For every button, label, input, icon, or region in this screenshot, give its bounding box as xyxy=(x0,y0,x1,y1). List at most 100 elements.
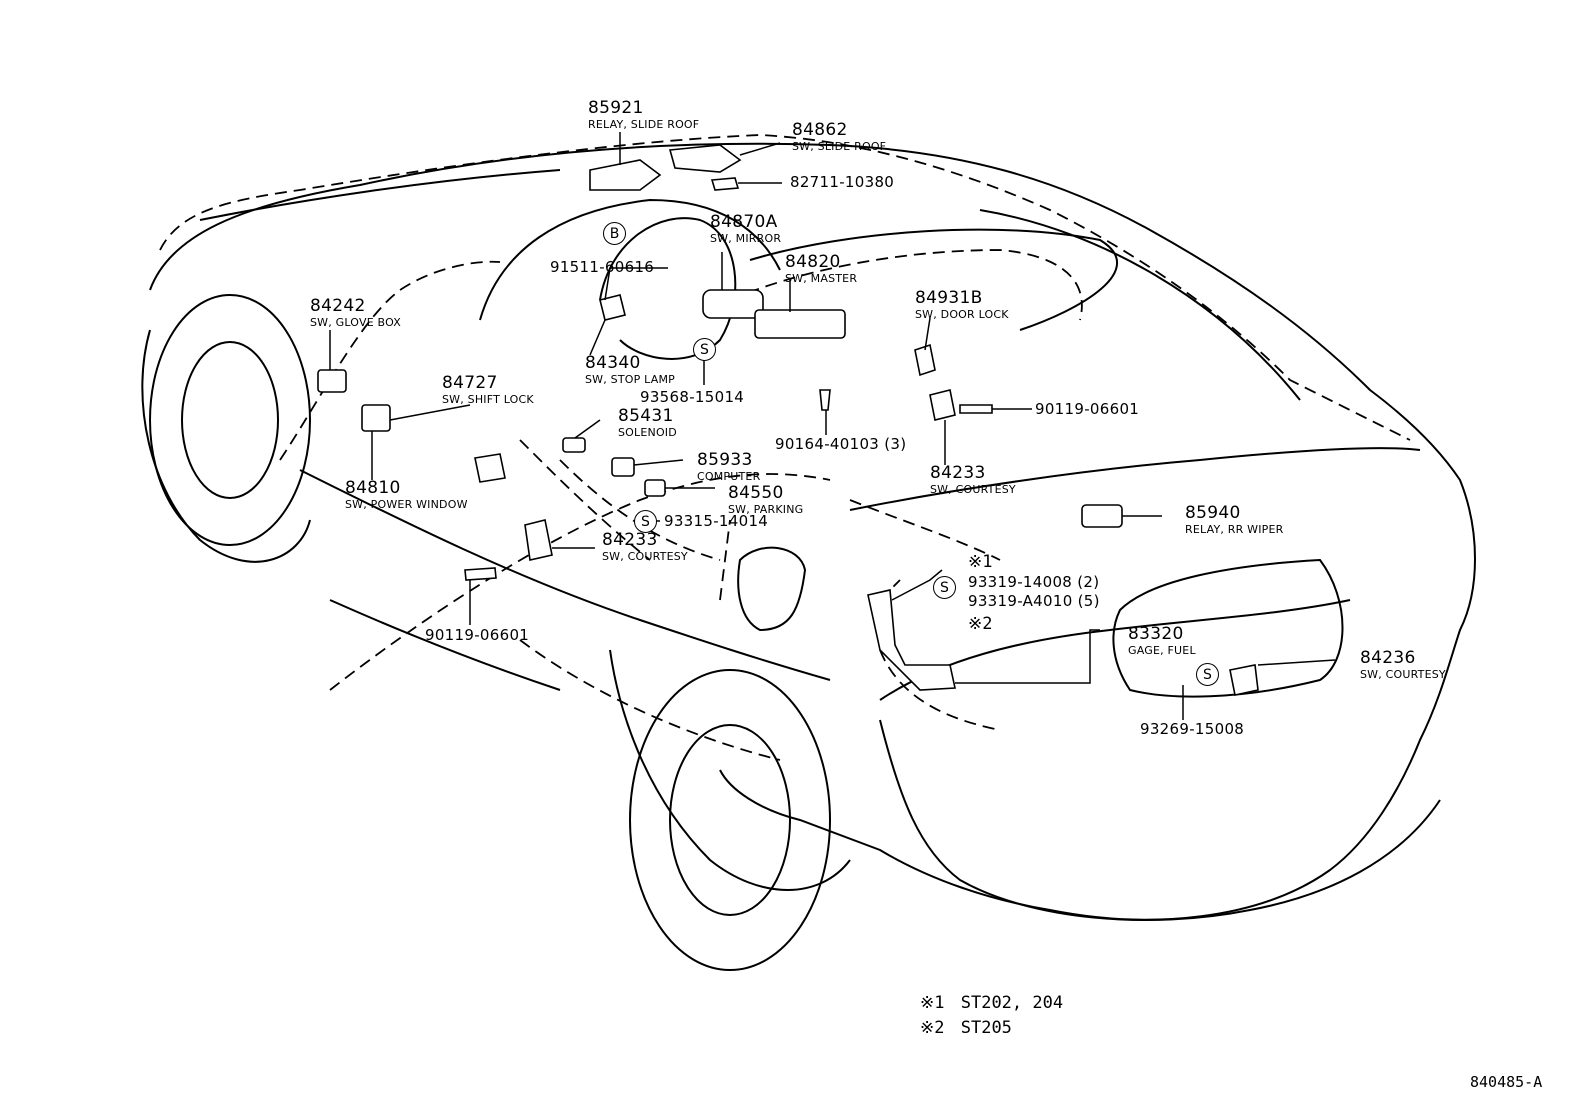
part-desc: SW, POWER WINDOW xyxy=(345,498,468,511)
car-taillight xyxy=(1112,558,1344,698)
part-number: 85921 xyxy=(588,98,644,118)
part-desc: SW, STOP LAMP xyxy=(585,373,675,386)
roof-line xyxy=(199,169,561,221)
part-label-93269-15008[interactable]: 93269-15008 xyxy=(1140,722,1244,737)
part-number: 84550 xyxy=(728,483,784,503)
s-marker-93269: S xyxy=(1196,663,1219,686)
part-label-84727[interactable]: 84727 SW, SHIFT LOCK xyxy=(442,375,534,406)
car-bumper xyxy=(879,719,1441,921)
part-label-83320[interactable]: 83320 GAGE, FUEL xyxy=(1128,626,1196,657)
part-number: 93269-15008 xyxy=(1140,720,1245,738)
sw-courtesy-a-shape xyxy=(929,389,956,421)
part-number: 85431 xyxy=(618,406,674,426)
leader-91511 xyxy=(604,267,668,301)
relay-slide-roof-shape xyxy=(589,159,662,191)
part-label-84820[interactable]: 84820 SW, MASTER xyxy=(785,252,858,285)
part-label-84810[interactable]: 84810 SW, POWER WINDOW xyxy=(345,478,468,511)
footnote-2-mark: ※2 xyxy=(920,1018,945,1038)
footnote-2-text: ST205 xyxy=(960,1018,1012,1038)
leader-84931B xyxy=(924,317,931,351)
figure-id: 840485-A xyxy=(1470,1073,1543,1091)
part-number: 84870A xyxy=(710,212,778,232)
note1-mark-inline: ※1 xyxy=(968,552,993,572)
dash-outline xyxy=(479,198,781,321)
interior-dashed-4 xyxy=(849,499,1001,561)
part-label-90164-40103[interactable]: 90164-40103 (3) xyxy=(775,437,906,452)
part-label-84236[interactable]: 84236 SW, COURTESY xyxy=(1360,648,1446,681)
part-number: 85940 xyxy=(1185,503,1241,523)
part-number: 93568-15014 xyxy=(640,388,745,406)
part-label-84862[interactable]: 84862 SW, SLIDE ROOF xyxy=(792,120,886,153)
part-number: 84233 xyxy=(602,530,658,550)
part-number: 85933 xyxy=(697,450,753,470)
leader-84236 xyxy=(1257,659,1336,666)
part-number: 84236 xyxy=(1360,648,1416,668)
part-label-90119-06601-b[interactable]: 90119-06601 xyxy=(425,628,529,643)
part-number: 84931B xyxy=(915,288,983,308)
note2-mark-inline: ※2 xyxy=(968,614,993,634)
clip-90164-shape xyxy=(819,389,831,411)
part-label-84931B[interactable]: 84931B SW, DOOR LOCK xyxy=(915,288,1009,321)
part-number: 90164-40103 (3) xyxy=(775,435,907,453)
lower-dashed xyxy=(519,639,781,761)
part-desc: SOLENOID xyxy=(618,426,677,439)
rear-glass xyxy=(979,209,1301,401)
part-label-93568-15014[interactable]: 93568-15014 xyxy=(640,390,744,405)
part-label-93315-14014[interactable]: 93315-14014 xyxy=(664,514,768,529)
part-number: 84233 xyxy=(930,463,986,483)
part-desc: SW, SHIFT LOCK xyxy=(442,393,534,406)
relay-rr-wiper-shape xyxy=(1081,504,1123,528)
sw-slide-roof-shape xyxy=(668,144,742,173)
fuel-door xyxy=(737,546,807,632)
sw-courtesy-b-shape xyxy=(524,519,553,561)
part-label-84233-a[interactable]: 84233 SW, COURTESY xyxy=(930,463,1016,496)
part-number: 84820 xyxy=(785,252,841,272)
leader-83320 xyxy=(955,629,1100,684)
part-label-84233-b[interactable]: 84233 SW, COURTESY xyxy=(602,530,688,563)
leader-84340 xyxy=(589,319,606,356)
part-label-84340[interactable]: 84340 SW, STOP LAMP xyxy=(585,353,675,386)
bolt-90119-b-shape xyxy=(464,567,497,581)
interior-dashed-1 xyxy=(279,260,501,461)
part-number: 84862 xyxy=(792,120,848,140)
roof-dashed-line xyxy=(159,134,1411,441)
interior-dashed-2 xyxy=(329,473,831,691)
part-label-82711-10380[interactable]: 82711-10380 xyxy=(790,175,894,190)
part-number: 90119-06601 xyxy=(1035,400,1140,418)
part-label-85933[interactable]: 85933 COMPUTER xyxy=(697,450,760,483)
part-number: 84340 xyxy=(585,353,641,373)
part-label-84870A[interactable]: 84870A SW, MIRROR xyxy=(710,212,781,245)
footnote-2: ※2 ST205 xyxy=(920,1018,1012,1038)
part-number: 84242 xyxy=(310,296,366,316)
part-number: 90119-06601 xyxy=(425,626,530,644)
rear-wheel-rim xyxy=(669,724,791,916)
part-label-85940[interactable]: 85940 RELAY, RR WIPER xyxy=(1185,503,1284,536)
car-side-line xyxy=(299,469,831,681)
part-label-93319-14008[interactable]: 93319-14008 (2) xyxy=(968,575,1099,590)
part-label-84242[interactable]: 84242 SW, GLOVE BOX xyxy=(310,296,401,329)
front-wheel xyxy=(149,294,311,546)
part-label-85921[interactable]: 85921 RELAY, SLIDE ROOF xyxy=(588,98,699,131)
part-label-85431[interactable]: 85431 SOLENOID xyxy=(618,406,677,439)
part-desc: SW, PARKING xyxy=(728,503,804,516)
part-number: 84810 xyxy=(345,478,401,498)
part-label-93319-A4010[interactable]: 93319-A4010 (5) xyxy=(968,594,1100,609)
part-number: 93319-14008 (2) xyxy=(968,573,1100,591)
part-label-90119-06601-a[interactable]: 90119-06601 xyxy=(1035,402,1139,417)
car-body-outline xyxy=(149,142,1476,921)
part-desc: SW, MASTER xyxy=(785,272,858,285)
sw-master-shape xyxy=(754,309,846,339)
leader-85933 xyxy=(633,459,684,466)
footnote-1: ※1 ST202, 204 xyxy=(920,993,1063,1013)
part-label-91511-60616[interactable]: 91511-60616 xyxy=(550,260,654,275)
sw-stop-lamp-shape xyxy=(599,294,626,321)
leader-84862 xyxy=(739,142,781,156)
part-label-84550[interactable]: 84550 SW, PARKING xyxy=(728,483,804,516)
center-dashed xyxy=(559,459,721,561)
part-number: 91511-60616 xyxy=(550,258,655,276)
s-marker-93568: S xyxy=(693,338,716,361)
sw-shift-lock-shape xyxy=(361,404,391,432)
part-number: 82711-10380 xyxy=(790,173,895,191)
s-marker-93315: S xyxy=(634,510,657,533)
